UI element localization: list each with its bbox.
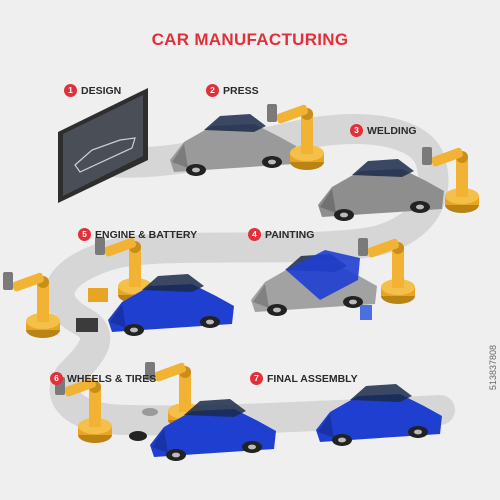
conveyor-belt [44,113,455,436]
step-label: ENGINE & BATTERY [95,228,198,241]
step-label: WELDING [367,124,417,137]
design-monitor [58,88,148,203]
step-number-badge: 2 [206,84,219,97]
step-number-badge: 5 [78,228,91,241]
page-title: CAR MANUFACTURING [151,30,349,49]
car-press [170,114,296,176]
step-painting: 4 PAINTING [248,228,314,241]
step-label: PAINTING [265,228,315,241]
step-label: DESIGN [81,84,122,97]
step-number-badge: 3 [350,124,363,137]
step-final-assembly: 7 FINAL ASSEMBLY [250,372,358,385]
step-label: FINAL ASSEMBLY [267,372,358,385]
step-design: 1 DESIGN [64,84,121,97]
step-number-badge: 7 [250,372,263,385]
watermark-id: 513837808 [488,345,498,391]
step-label: WHEELS & TIRES [67,372,157,385]
step-welding: 3 WELDING [350,124,417,137]
step-label: PRESS [223,84,259,97]
step-number-badge: 4 [248,228,261,241]
step-number-badge: 6 [50,372,63,385]
step-wheels-tires: 6 WHEELS & TIRES [50,372,156,385]
step-press: 2 PRESS [206,84,259,97]
step-number-badge: 1 [64,84,77,97]
step-engine-battery: 5 ENGINE & BATTERY [78,228,197,241]
car-final [316,384,442,446]
